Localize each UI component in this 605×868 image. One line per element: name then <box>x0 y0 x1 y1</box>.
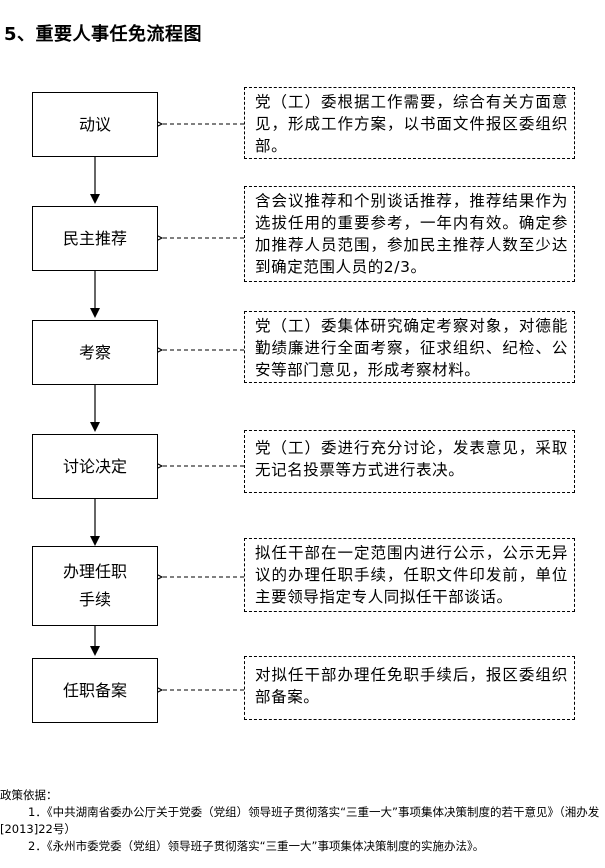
step-label: 民主推荐 <box>62 228 127 248</box>
policy-heading: 政策依据： <box>0 788 58 802</box>
step-appointment-filing: 任职备案 <box>32 658 158 723</box>
step-discussion-decision: 讨论决定 <box>32 434 158 499</box>
policy-basis: 政策依据： 1．《中共湖南省委办公厅关于党委（党组）领导班子贯彻落实“三重一大”… <box>0 787 605 855</box>
step-note-inspection: 党（工）委集体研究确定考察对象，对德能勤绩廉进行全面考察，征求组织、纪检、公安等… <box>244 311 575 383</box>
step-note-democratic-recommendation: 含会议推荐和个别谈话推荐，推荐结果作为选拔任用的重要参考，一年内有效。确定参加推… <box>244 186 575 282</box>
step-note-proposal: 党（工）委根据工作需要，综合有关方面意见，形成工作方案，以书面文件报区委组织部。 <box>244 87 575 159</box>
step-democratic-recommendation: 民主推荐 <box>32 206 158 271</box>
step-label: 任职备案 <box>62 680 127 700</box>
step-label: 考察 <box>78 342 111 362</box>
step-note-appointment-procedures: 拟任干部在一定范围内进行公示，公示无异议的办理任职手续，任职文件印发前，单位主要… <box>244 538 575 612</box>
step-note-discussion-decision: 党（工）委进行充分讨论，发表意见，采取无记名投票等方式进行表决。 <box>244 430 575 493</box>
step-label: 动议 <box>78 114 111 134</box>
step-appointment-procedures: 办理任职 手续 <box>32 546 158 626</box>
step-inspection: 考察 <box>32 320 158 385</box>
step-label-line1: 办理任职 <box>62 562 127 581</box>
step-proposal: 动议 <box>32 92 158 157</box>
policy-item-2: 2．《永州市委党委（党组）领导班子贯彻落实“三重一大”事项集体决策制度的实施办法… <box>28 839 485 853</box>
step-label: 讨论决定 <box>62 456 127 476</box>
step-note-appointment-filing: 对拟任干部办理任免职手续后，报区委组织部备案。 <box>244 656 575 720</box>
step-label-line2: 手续 <box>78 590 111 609</box>
policy-item-1: 1．《中共湖南省委办公厅关于党委（党组）领导班子贯彻落实“三重一大”事项集体决策… <box>0 805 600 836</box>
page-title: 5、重要人事任免流程图 <box>4 24 203 45</box>
